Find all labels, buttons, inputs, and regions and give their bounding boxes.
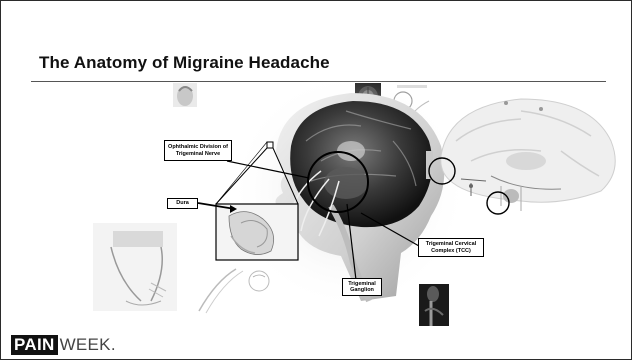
- painweek-logo: PAIN WEEK.: [11, 335, 116, 355]
- ophthalmic-division-label: Ophthalmic Division of Trigeminal Nerve: [164, 140, 232, 161]
- logo-week: WEEK.: [58, 335, 116, 355]
- ganglion-label-line2: Ganglion: [350, 287, 374, 294]
- dura-label-text: Dura: [176, 200, 189, 207]
- tcc-label: Trigeminal Cervical Complex (TCC): [418, 238, 484, 257]
- skull-sketch-icon: [199, 269, 269, 313]
- trigeminal-ganglion-label: Trigeminal Ganglion: [342, 278, 382, 296]
- dura-label: Dura: [167, 198, 198, 209]
- tcc-label-line2: Complex (TCC): [431, 248, 471, 255]
- logo-pain: PAIN: [11, 335, 58, 355]
- head-profile-illustration: [229, 71, 469, 311]
- neck-xray-icon: [419, 284, 449, 326]
- spinal-cord-diagram-icon: [93, 223, 177, 311]
- head-thumbnail-icon: [173, 83, 197, 107]
- ophthalmic-label-line2: Trigeminal Nerve: [176, 151, 220, 158]
